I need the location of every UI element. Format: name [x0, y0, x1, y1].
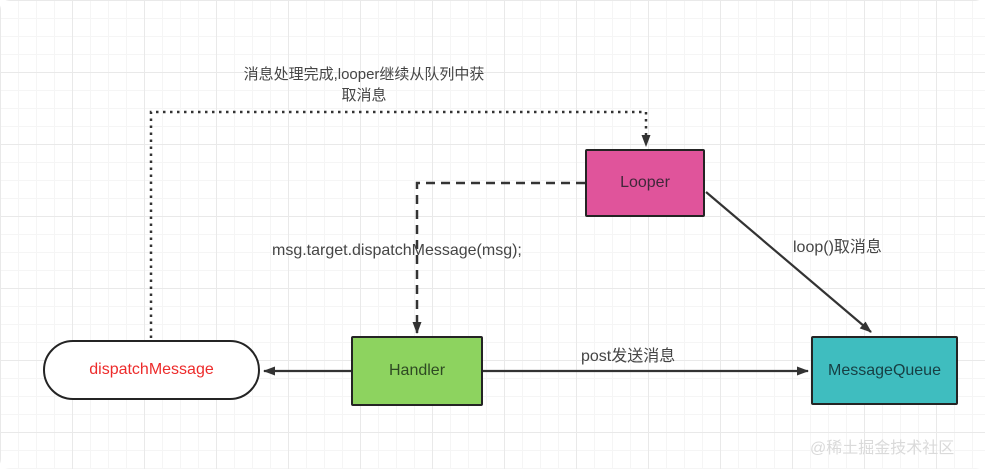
node-looper: Looper	[585, 149, 705, 217]
node-looper-label: Looper	[620, 174, 670, 191]
edge-label-dispatch-call: msg.target.dispatchMessage(msg);	[272, 242, 522, 259]
edge-label-loop-fetch: loop()取消息	[793, 239, 882, 256]
edge-label-looper-return: 消息处理完成,looper继续从队列中获取消息	[243, 66, 485, 104]
watermark: @稀土掘金技术社区	[810, 440, 955, 457]
edge-dispatchmessage-to-looper	[149, 110, 651, 338]
node-handler: Handler	[351, 336, 483, 406]
node-messagequeue: MessageQueue	[811, 336, 958, 405]
node-handler-label: Handler	[388, 362, 446, 379]
node-dispatchmessage-label: dispatchMessage	[89, 361, 214, 378]
edge-looper-to-messagequeue	[705, 191, 872, 333]
node-dispatchmessage: dispatchMessage	[43, 340, 260, 400]
node-messagequeue-label: MessageQueue	[828, 361, 941, 379]
edge-label-post-send: post发送消息	[581, 348, 676, 365]
